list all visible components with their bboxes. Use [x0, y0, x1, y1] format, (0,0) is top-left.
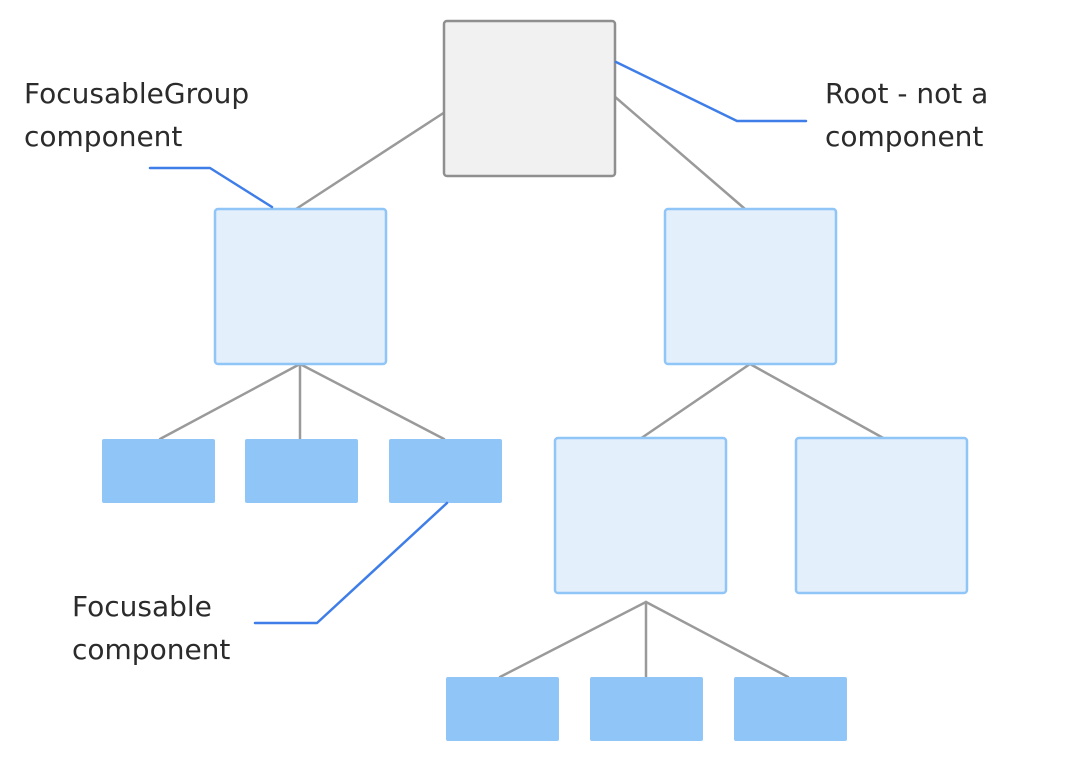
label-focusable-line-2: component — [72, 633, 231, 666]
leader-focusable — [253, 501, 449, 625]
label-focusable-group-line-1: FocusableGroup — [24, 77, 250, 110]
label-focusable-group-line-2: component — [24, 120, 183, 153]
focusable-node-left-1 — [102, 439, 215, 503]
connector-inner-group-to-focusable-3 — [644, 600, 790, 679]
focusable-node-bottom-3 — [734, 677, 847, 741]
focusable-node-left-3 — [389, 439, 502, 503]
label-focusable-line-1: Focusable — [72, 590, 212, 623]
focusable-node-left-2 — [245, 439, 358, 503]
label-root-line-1: Root - not a — [825, 77, 989, 110]
label-focusable-group: FocusableGroup component — [24, 72, 249, 158]
focusable-node-bottom-1 — [446, 677, 559, 741]
label-root: Root - not a component — [825, 72, 988, 158]
focusable-group-node-leaf — [794, 436, 969, 595]
connector-inner-group-to-focusable-1 — [498, 600, 648, 679]
connector-left-group-to-focusable-3 — [298, 362, 446, 441]
root-node — [442, 19, 617, 178]
leader-focusable-group — [148, 166, 274, 209]
focusable-group-node-inner — [553, 436, 728, 595]
connectors — [158, 94, 887, 679]
focusable-node-bottom-2 — [590, 677, 703, 741]
connector-root-to-left-group — [294, 110, 447, 211]
focusable-group-node-left — [213, 207, 388, 366]
connector-left-group-to-focusable-1 — [158, 362, 302, 441]
connector-right-group-to-inner-group — [638, 362, 752, 441]
connector-right-group-to-leaf-group — [748, 362, 887, 441]
focusable-group-node-right — [663, 207, 838, 366]
label-focusable: Focusable component — [72, 585, 230, 671]
label-root-line-2: component — [825, 120, 984, 153]
leaders — [148, 60, 808, 625]
leader-root — [614, 60, 808, 123]
connector-root-to-right-group — [612, 94, 747, 211]
